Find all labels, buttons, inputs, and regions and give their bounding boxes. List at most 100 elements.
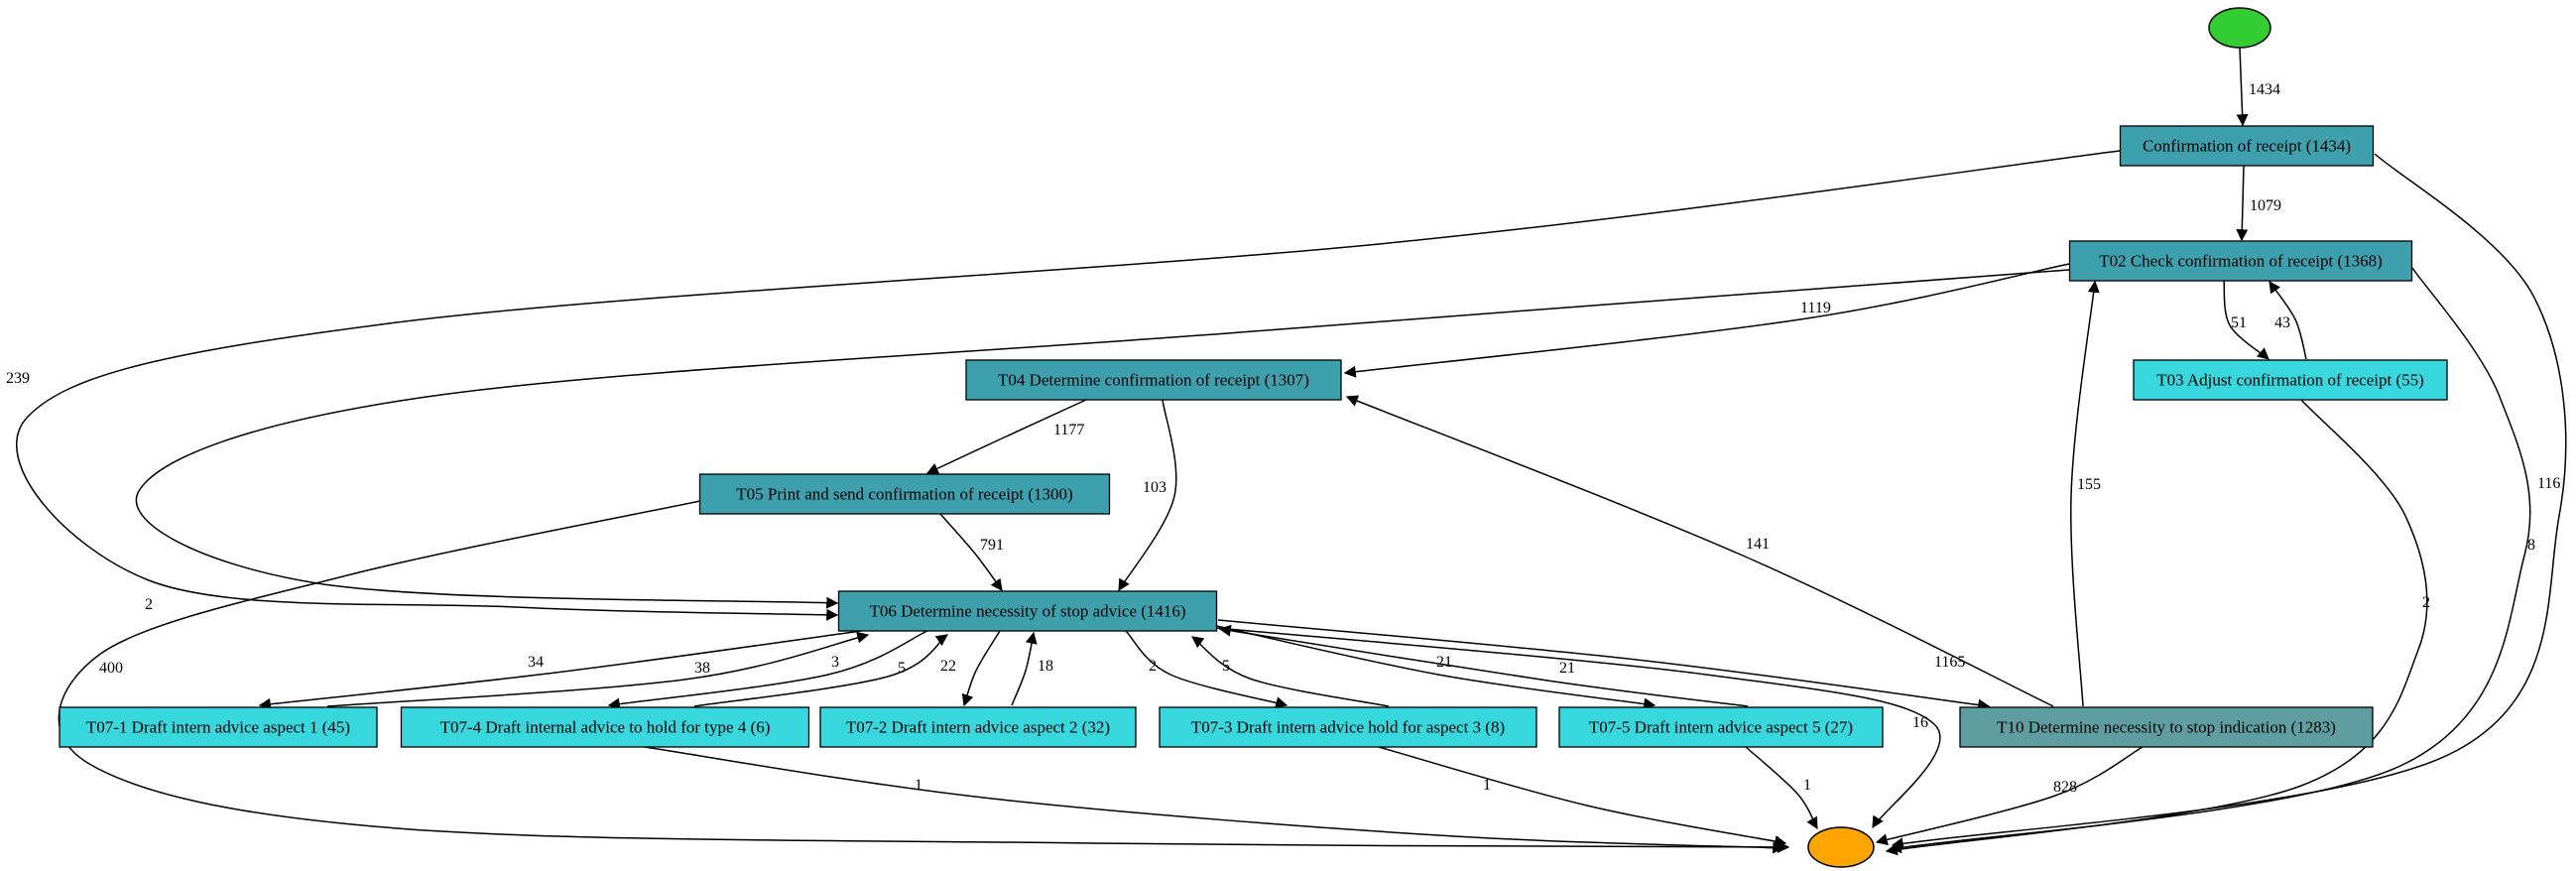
edge-receipt-to-t02 [2236,165,2249,242]
edge-frequency-label-t07-4-to-end: 1 [915,777,922,794]
edge-receipt-to-end [1891,153,2567,850]
node-box-t06 [837,590,1218,632]
edge-frequency-label-t04-to-t06: 103 [1143,479,1166,496]
edge-frequency-label-t07-1-to-t06: 38 [694,660,710,677]
edge-t02-to-t06 [135,269,2070,609]
edge-t02-to-t04 [1343,263,2070,378]
node-t02[interactable]: T02 Check confirmation of receipt (1368) [2068,240,2413,282]
edge-t03-to-t02 [2269,281,2307,360]
end-node-shape [1807,826,1875,868]
node-t04[interactable]: T04 Determine confirmation of receipt (1… [965,359,1342,401]
start-node-shape [2208,7,2271,49]
node-label-t04: T04 Determine confirmation of receipt (1… [998,371,1309,390]
node-label-t05: T05 Print and send confirmation of recei… [736,485,1072,504]
edge-frequency-label-t02-to-t03: 51 [2231,314,2247,331]
edge-frequency-label-t04-to-t05: 1177 [1053,422,1084,438]
edge-frequency-label-t06-to-end: 16 [1912,714,1928,731]
edge-frequency-label-t10-to-t04: 141 [1746,536,1770,553]
node-receipt[interactable]: Confirmation of receipt (1434) [2119,125,2375,167]
node-label-receipt: Confirmation of receipt (1434) [2143,137,2351,156]
edge-t06-to-t07-5 [1211,624,1656,710]
edge-start-to-receipt [2236,47,2249,127]
node-label-t03: T03 Adjust confirmation of receipt (55) [2156,371,2424,390]
edge-t05-to-t06 [939,513,1003,591]
edge-t07-2-to-t06 [1011,631,1038,706]
edge-t10-to-t04 [1345,395,2054,707]
node-t07-1[interactable]: T07-1 Draft intern advice aspect 1 (45) [59,706,378,748]
edge-t02-to-t03 [2223,280,2269,360]
edge-t07-4-to-end [644,746,1785,854]
start-node[interactable] [2208,7,2271,49]
edge-frequency-label-t07-3-to-t06: 5 [1222,658,1230,675]
edge-t06-to-t07-2 [961,630,1001,707]
node-box-t03 [2133,359,2448,401]
edge-t06-to-t10 [1217,619,1991,711]
edge-t02-to-end [1889,267,2531,854]
edge-t04-to-t06 [1118,399,1177,592]
node-t07-5[interactable]: T07-5 Draft intern advice aspect 5 (27) [1558,706,1884,748]
node-label-t07-5: T07-5 Draft intern advice aspect 5 (27) [1589,718,1853,737]
edge-frequency-label-start-to-receipt: 1434 [2249,81,2280,98]
edge-frequency-label-t06-to-t07-3: 2 [1149,658,1157,675]
edge-t05-to-end [58,500,1790,853]
edge-frequency-label-receipt-to-t06: 239 [6,370,30,387]
edge-frequency-label-t05-to-end: 400 [99,660,123,677]
edge-t07-1-to-t06 [326,631,870,707]
node-t05[interactable]: T05 Print and send confirmation of recei… [698,473,1111,515]
node-box-t07-2 [819,706,1137,748]
node-label-t07-1: T07-1 Draft intern advice aspect 1 (45) [86,718,350,737]
edge-receipt-to-t06 [16,150,2121,621]
edge-frequency-label-t10-to-end: 828 [2053,779,2077,796]
edge-frequency-label-receipt-to-t02: 1079 [2250,197,2281,214]
node-t06[interactable]: T06 Determine necessity of stop advice (… [837,590,1218,632]
edge-frequency-label-t07-5-to-t06: 21 [1559,660,1575,677]
edge-frequency-label-receipt-to-end: 116 [2537,475,2560,492]
node-t07-3[interactable]: T07-3 Draft intern advice hold for aspec… [1159,706,1537,748]
edge-t06-to-t07-4 [607,630,928,710]
edge-frequency-label-t07-2-to-t06: 18 [1038,658,1053,675]
node-label-t07-4: T07-4 Draft internal advice to hold for … [440,718,771,737]
node-t10[interactable]: T10 Determine necessity to stop indicati… [1959,706,2374,748]
node-label-t07-2: T07-2 Draft intern advice aspect 2 (32) [846,718,1110,737]
node-box-t04 [965,359,1342,401]
edge-frequency-label-t02-to-t04: 1119 [1800,300,1831,316]
edge-t07-3-to-t06 [1191,636,1390,707]
node-box-t07-4 [400,706,810,748]
edge-frequency-label-t05-to-t06: 791 [980,537,1004,554]
node-t07-4[interactable]: T07-4 Draft internal advice to hold for … [400,706,810,748]
edge-t10-to-end [1875,746,2144,846]
node-t07-2[interactable]: T07-2 Draft intern advice aspect 2 (32) [819,706,1137,748]
edge-frequency-label-t03-to-end: 2 [2422,594,2430,611]
edge-t10-to-t02 [2070,280,2100,707]
edge-t07-5-to-t06 [1218,624,1749,707]
node-box-t07-3 [1159,706,1537,748]
edge-t06-to-t07-1 [258,630,862,710]
edge-frequency-label-t07-3-to-end: 1 [1483,777,1491,794]
nodes-layer: Confirmation of receipt (1434) T02 Check … [59,7,2448,868]
node-label-t10: T10 Determine necessity to stop indicati… [1997,718,2336,737]
edge-frequency-label-t03-to-t02: 43 [2274,314,2290,331]
node-box-t10 [1959,706,2374,748]
node-box-t05 [698,473,1111,515]
edge-t06-to-t07-3 [1125,630,1288,709]
edge-frequency-label-t07-4-to-t06: 5 [898,660,906,677]
node-box-t02 [2068,240,2413,282]
end-node[interactable] [1807,826,1875,868]
edge-frequency-label-t10-to-t02: 155 [2077,476,2101,493]
node-box-receipt [2119,125,2375,167]
edge-t07-5-to-end [1745,746,1818,830]
edge-frequency-label-t02-to-end: 8 [2527,537,2535,554]
edge-t06-to-end [1204,626,1941,829]
node-t03[interactable]: T03 Adjust confirmation of receipt (55) [2133,359,2448,401]
node-box-t07-5 [1558,706,1884,748]
node-label-t02: T02 Check confirmation of receipt (1368) [2099,252,2383,271]
edge-frequency-label-t07-5-to-end: 1 [1803,777,1811,794]
edge-t04-to-t05 [925,399,1087,474]
edge-t07-3-to-end [1378,746,1787,847]
edge-frequency-label-t06-to-t10: 1165 [1934,654,1965,671]
edge-frequency-label-t06-to-t07-1: 34 [528,654,544,671]
edge-frequency-label-t06-to-t07-4: 3 [831,654,839,671]
